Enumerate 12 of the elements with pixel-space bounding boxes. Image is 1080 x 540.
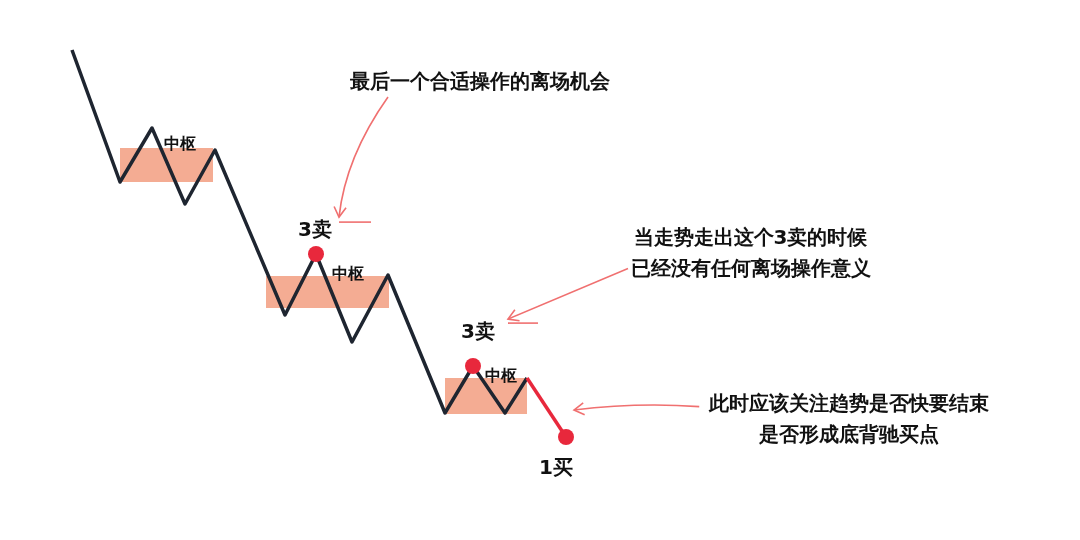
annotation-text: 此时应该关注趋势是否快要结束是否形成底背驰买点 xyxy=(705,388,993,450)
signal-label: 1买 xyxy=(538,454,574,481)
arrow xyxy=(573,402,701,416)
annotation-text: 最后一个合适操作的离场机会 xyxy=(280,66,680,97)
arrow xyxy=(507,267,629,324)
annotation-text: 当走势走出这个3卖的时候已经没有任何离场操作意义 xyxy=(628,222,873,284)
arrow xyxy=(333,96,389,223)
pivot-label: 中枢 xyxy=(332,264,364,285)
pivot-label: 中枢 xyxy=(485,366,517,387)
signal-label: 3卖 xyxy=(448,316,508,347)
signal-label: 3卖 xyxy=(285,214,345,245)
pivot-label: 中枢 xyxy=(164,134,196,155)
